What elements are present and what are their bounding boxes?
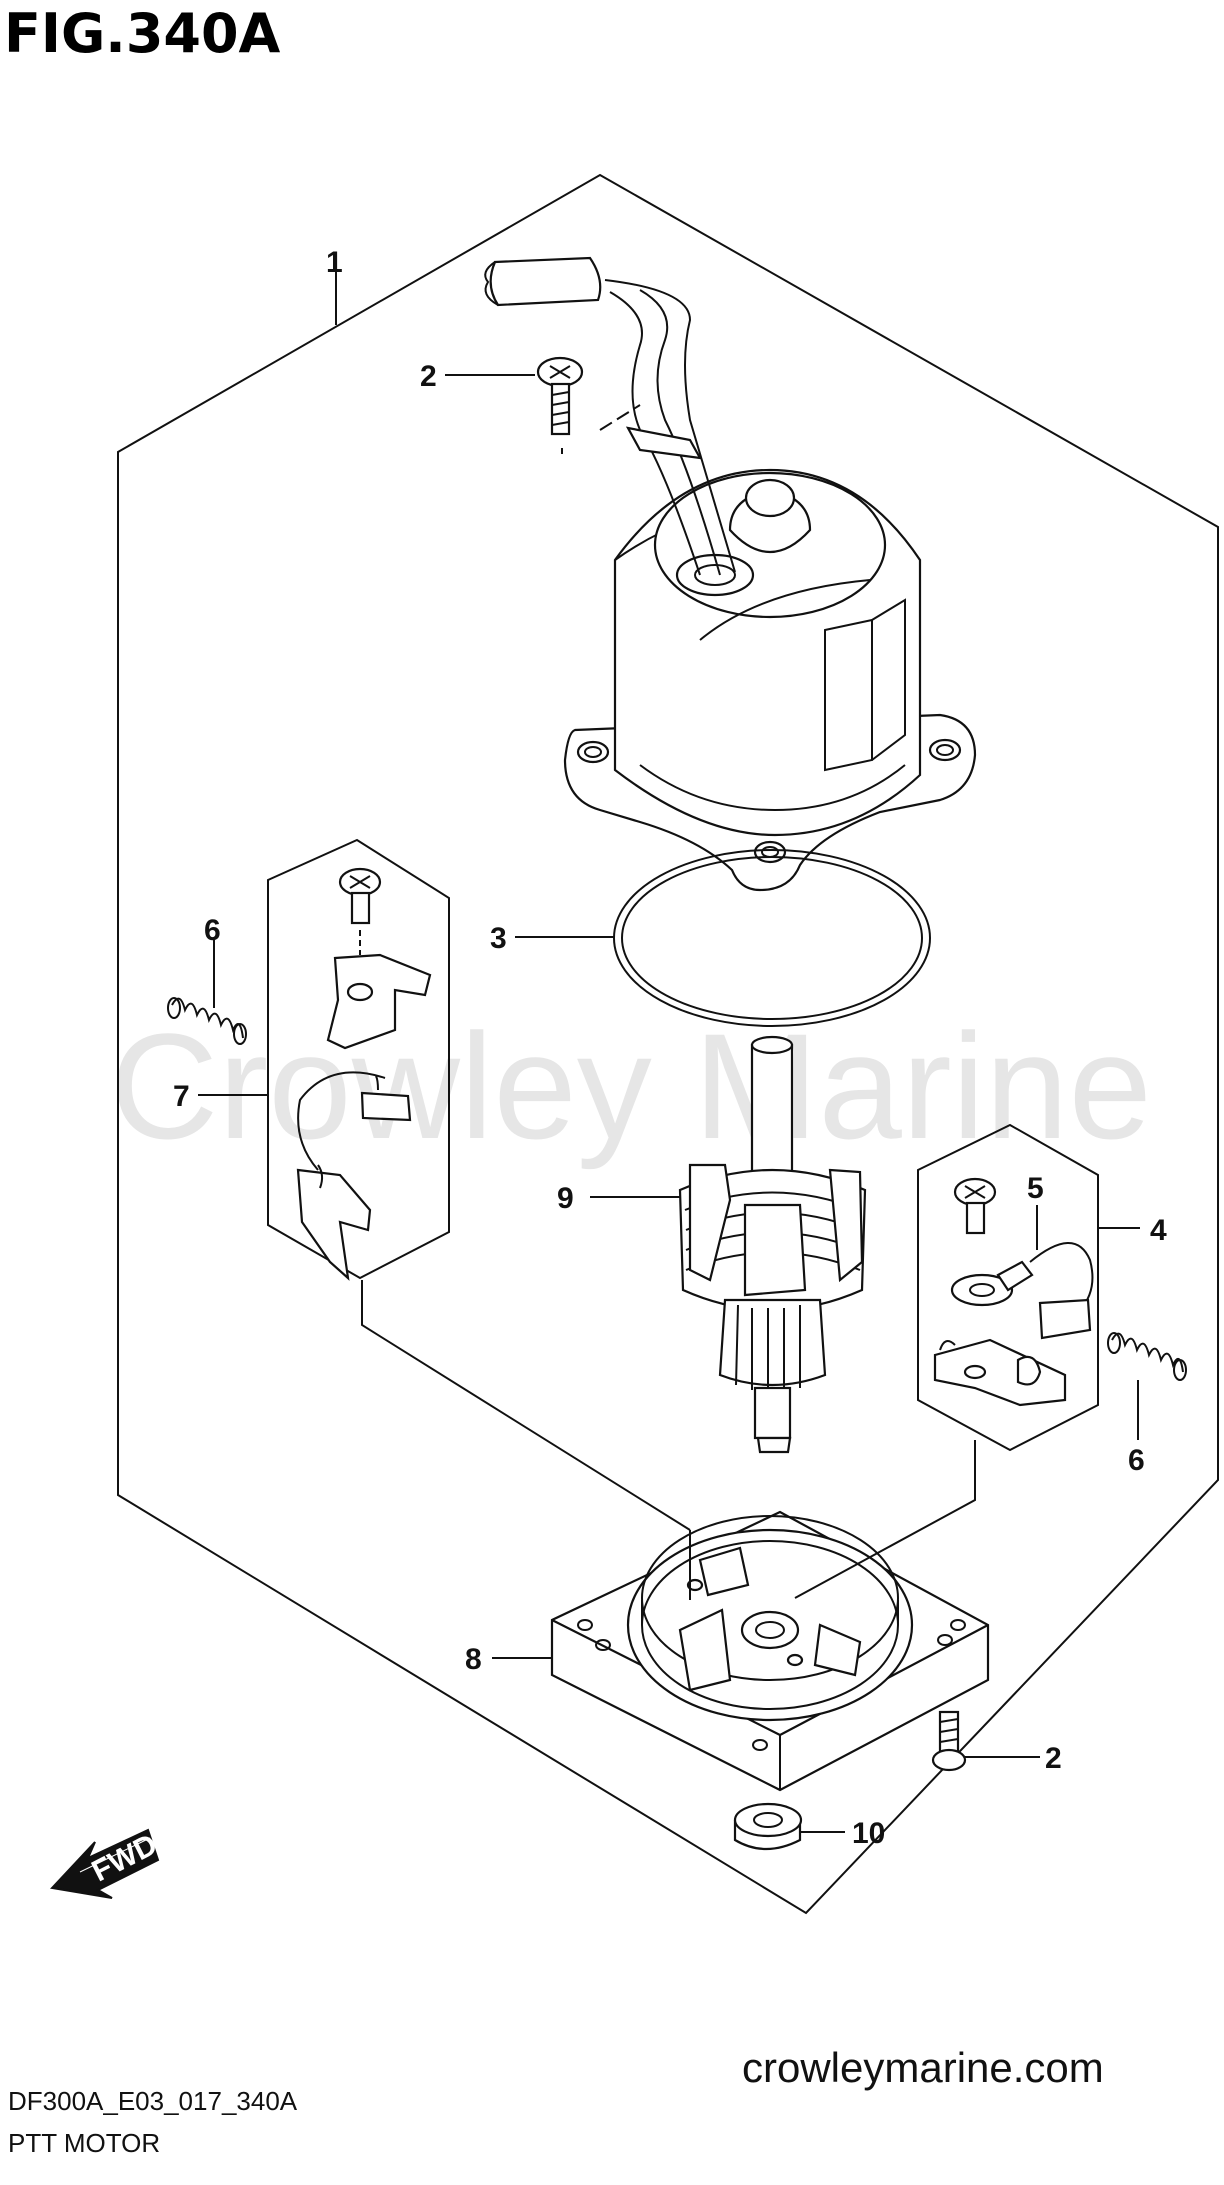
website-text: crowleymarine.com [742, 2044, 1104, 2091]
diagram-caption: PTT MOTOR [8, 2128, 160, 2158]
callout-9: 9 [557, 1182, 574, 1215]
callout-10: 10 [852, 1817, 885, 1850]
end-cap-base[interactable] [550, 1510, 990, 1792]
armature[interactable] [678, 1035, 867, 1454]
callout-5: 5 [1027, 1172, 1044, 1205]
callout-8: 8 [465, 1643, 482, 1676]
fwd-label: FWD [87, 1828, 163, 1888]
model-code: DF300A_E03_017_340A [8, 2086, 298, 2116]
screw-top[interactable] [536, 356, 641, 458]
watermark-text: Crowley Marine [110, 1002, 1152, 1170]
callout-2-bottom: 2 [1045, 1742, 1062, 1775]
leader-assembly-left [361, 1280, 691, 1531]
callout-1: 1 [326, 246, 343, 279]
seal-washer[interactable] [733, 1802, 803, 1850]
callout-4: 4 [1150, 1214, 1167, 1247]
callout-6-left: 6 [204, 914, 221, 947]
leader-assembly-right [794, 1440, 976, 1599]
callout-3: 3 [490, 922, 507, 955]
spring-right[interactable] [1107, 1332, 1187, 1381]
assembly-outline [117, 173, 1219, 1915]
brush-set-left[interactable] [267, 838, 450, 1281]
screw-bottom[interactable] [931, 1710, 967, 1772]
fwd-arrow-icon [49, 1828, 160, 1899]
callout-2-top: 2 [420, 360, 437, 393]
callout-6-right: 6 [1128, 1444, 1145, 1477]
spring-left[interactable] [167, 997, 247, 1045]
brush-set-right[interactable] [917, 1123, 1099, 1452]
callout-7: 7 [173, 1080, 190, 1113]
figure-title: FIG.340A [4, 2, 281, 65]
motor-housing[interactable] [484, 256, 977, 892]
